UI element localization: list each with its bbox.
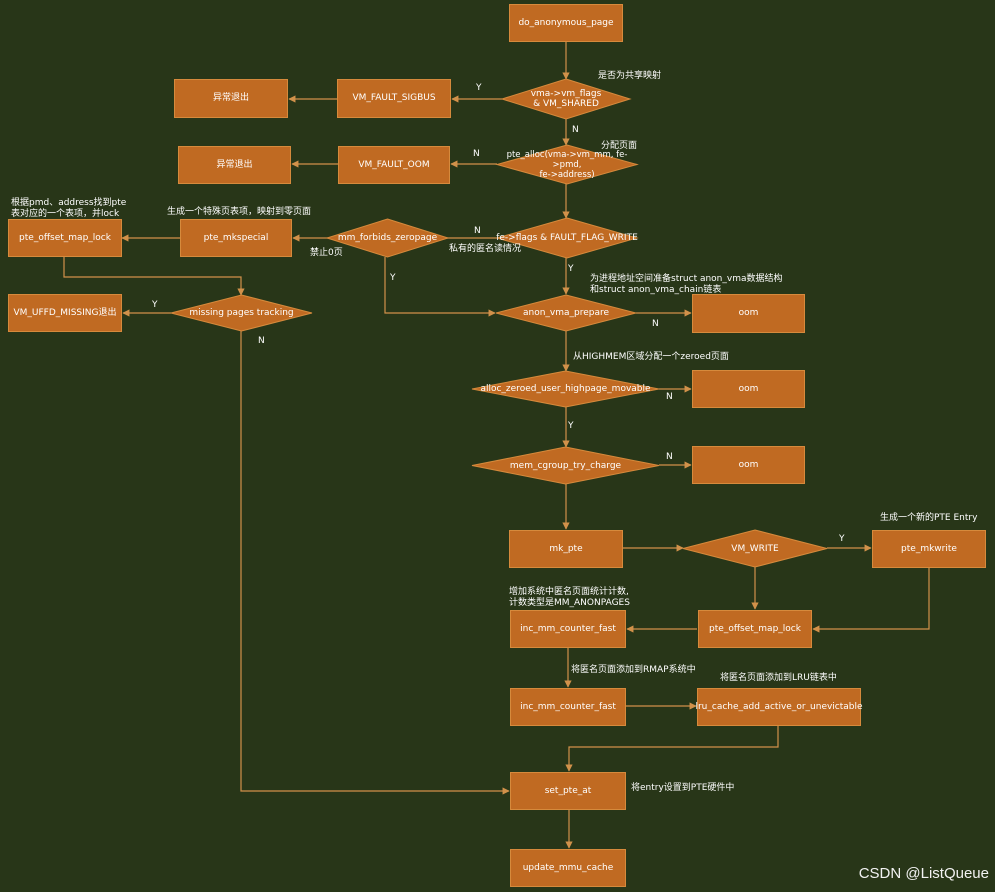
decision-alloc-zeroed-label: alloc_zeroed_user_highpage_movable — [480, 384, 651, 394]
decision-missing-pages-tracking: missing pages tracking — [170, 294, 313, 332]
node-pte-mkspecial: pte_mkspecial — [180, 219, 292, 257]
decision-missing-pages-tracking-label: missing pages tracking — [189, 308, 294, 318]
edge-label-y-forbid: Y — [390, 273, 396, 283]
decision-flag-write: fe->flags & FAULT_FLAG_WRITE — [495, 217, 639, 259]
edge-label-y-alloc: Y — [568, 421, 574, 431]
note-alloc-page: 分配页面 — [601, 141, 638, 151]
node-oom-1: oom — [692, 294, 805, 333]
edge-label-n-missing: N — [258, 336, 265, 346]
node-inc-mm-counter-fast-1: inc_mm_counter_fast — [510, 610, 626, 648]
node-oom-3: oom — [692, 446, 805, 484]
node-vm-fault-sigbus: VM_FAULT_SIGBUS — [337, 79, 451, 118]
note-forbid-zero: 禁止0页 — [310, 248, 343, 258]
decision-pte-alloc-label: pte_alloc(vma->vm_mm, fe->pmd, fe->addre… — [506, 149, 628, 180]
node-vm-fault-oom: VM_FAULT_OOM — [338, 146, 450, 184]
decision-vm-shared-label: vma->vm_flags & VM_SHARED — [530, 89, 602, 109]
node-sigbus-exit: 异常退出 — [174, 79, 288, 118]
note-special-pte: 生成一个特殊页表项，映射到零页面 — [167, 207, 312, 217]
edge-lock-to-missing — [63, 257, 245, 296]
node-update-mmu-cache: update_mmu_cache — [510, 849, 626, 887]
edge-label-y-missing: Y — [152, 300, 158, 310]
edge-lru-to-setpte — [565, 725, 779, 772]
note-set-entry: 将entry设置到PTE硬件中 — [631, 783, 735, 793]
edge-label-n-anon: N — [652, 319, 659, 329]
note-private-read: 私有的匿名读情况 — [449, 244, 522, 254]
node-pte-offset-map-lock-2: pte_offset_map_lock — [698, 610, 812, 648]
note-lru: 将匿名页面添加到LRU链表中 — [720, 673, 837, 683]
note-new-pte: 生成一个新的PTE Entry — [880, 513, 978, 523]
edge-label-y-write: Y — [568, 264, 574, 274]
node-set-pte-at: set_pte_at — [510, 772, 626, 810]
decision-anon-vma-prepare-label: anon_vma_prepare — [522, 308, 610, 318]
node-do-anonymous-page: do_anonymous_page — [509, 4, 623, 42]
edge-label-n-write: N — [474, 226, 481, 236]
node-vm-uffd-missing: VM_UFFD_MISSING退出 — [8, 294, 122, 332]
edge-label-n-alloc: N — [666, 392, 673, 402]
decision-flag-write-label: fe->flags & FAULT_FLAG_WRITE — [496, 233, 638, 243]
edge-label-y-vm-write: Y — [839, 534, 845, 544]
edge-mkwrite-to-lock2 — [812, 567, 930, 633]
node-oom-2: oom — [692, 370, 805, 408]
edge-forbid-to-anon — [384, 257, 496, 317]
note-find-pte: 根据pmd、address找到pte 表对应的一个表项，并lock — [11, 198, 127, 219]
edge-label-n-cgroup: N — [666, 452, 673, 462]
decision-mem-cgroup-label: mem_cgroup_try_charge — [509, 460, 622, 471]
node-mk-pte: mk_pte — [509, 530, 623, 568]
note-shared-mapping: 是否为共享映射 — [598, 71, 662, 81]
decision-mm-forbids-zeropage-label: mm_forbids_zeropage — [337, 233, 438, 243]
node-lru-cache-add: lru_cache_add_active_or_unevictable — [695, 688, 863, 726]
watermark: CSDN @ListQueue — [858, 865, 989, 882]
note-rmap: 将匿名页面添加到RMAP系统中 — [571, 665, 696, 675]
node-pte-mkwrite: pte_mkwrite — [872, 530, 986, 568]
decision-pte-alloc: pte_alloc(vma->vm_mm, fe->pmd, fe->addre… — [495, 144, 639, 185]
decision-anon-vma-prepare: anon_vma_prepare — [495, 294, 637, 332]
note-inc-counter: 增加系统中匿名页面统计计数, 计数类型是MM_ANONPAGES — [509, 587, 630, 608]
decision-mem-cgroup: mem_cgroup_try_charge — [471, 446, 660, 485]
edge-label-n-shared: N — [572, 125, 579, 135]
decision-vm-write: VM_WRITE — [682, 529, 828, 568]
decision-alloc-zeroed: alloc_zeroed_user_highpage_movable — [471, 370, 660, 408]
edge-label-n-pte-alloc: N — [473, 149, 480, 159]
node-oom-exit: 异常退出 — [178, 146, 291, 184]
node-pte-offset-map-lock-1: pte_offset_map_lock — [8, 219, 122, 257]
edge-missing-to-setpte — [240, 331, 510, 795]
decision-vm-shared: vma->vm_flags & VM_SHARED — [500, 78, 632, 120]
note-highmem: 从HIGHMEM区域分配一个zeroed页面 — [573, 352, 729, 362]
note-anon-vma-struct: 为进程地址空间准备struct anon_vma数据结构 和struct ano… — [590, 274, 783, 295]
decision-mm-forbids-zeropage: mm_forbids_zeropage — [325, 218, 450, 258]
decision-vm-write-label: VM_WRITE — [731, 543, 779, 554]
node-inc-mm-counter-fast-2: inc_mm_counter_fast — [510, 688, 626, 726]
edge-label-y-shared: Y — [476, 83, 482, 93]
